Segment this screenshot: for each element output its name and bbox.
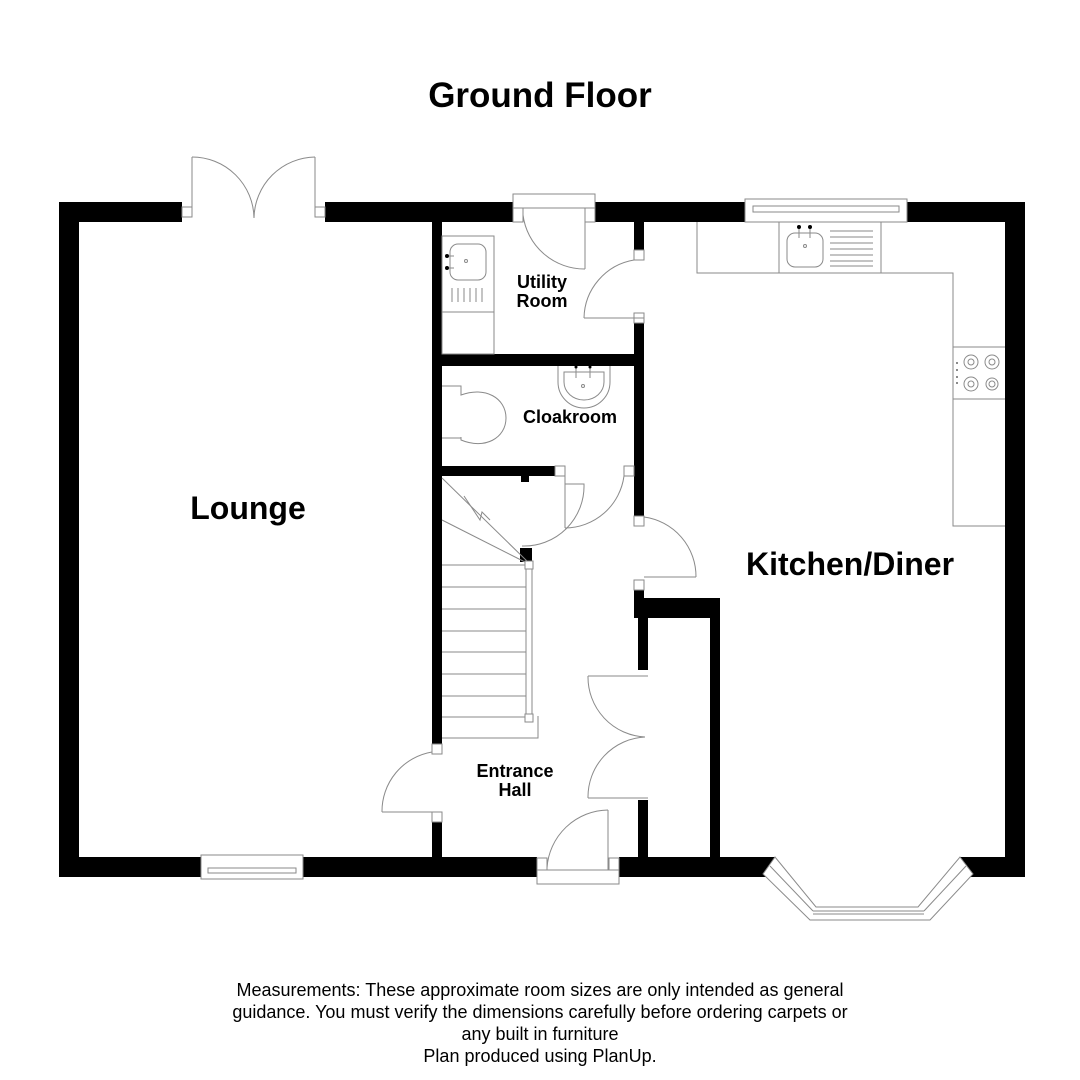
room-label-line: Utility bbox=[516, 272, 567, 292]
room-label-utility-room: Utility Room bbox=[492, 273, 592, 311]
interior-walls bbox=[432, 222, 720, 858]
cloakroom-basin bbox=[557, 366, 611, 409]
disclaimer-line: Measurements: These approximate room siz… bbox=[236, 980, 844, 1000]
disclaimer-line: any built in furniture bbox=[461, 1024, 619, 1044]
utility-external-door bbox=[512, 193, 596, 270]
french-doors bbox=[181, 156, 326, 219]
hob bbox=[963, 354, 1000, 392]
credit-line: Plan produced using PlanUp. bbox=[423, 1046, 657, 1066]
front-door bbox=[536, 809, 620, 885]
cloakroom-door bbox=[564, 465, 635, 529]
room-label-lounge: Lounge bbox=[190, 490, 306, 526]
room-label-line: Room bbox=[516, 290, 568, 311]
room-label-entrance-hall: Entrance Hall bbox=[450, 762, 580, 800]
room-label-line: Hall bbox=[498, 779, 532, 800]
cloakroom-wc bbox=[442, 385, 507, 445]
staircase bbox=[441, 477, 539, 739]
hall-kitchen-door bbox=[633, 515, 697, 591]
room-label-cloakroom: Cloakroom bbox=[522, 407, 618, 427]
kitchen-window bbox=[744, 198, 908, 223]
disclaimer: Measurements: These approximate room siz… bbox=[140, 979, 940, 1067]
exterior-walls bbox=[59, 202, 1025, 877]
utility-kitchen-door bbox=[583, 249, 645, 324]
utility-worktop bbox=[441, 235, 495, 355]
kitchen-units bbox=[696, 222, 1005, 527]
understairs-door bbox=[521, 465, 585, 547]
hall-lounge-door bbox=[381, 743, 443, 823]
room-label-kitchen-diner: Kitchen/Diner bbox=[745, 546, 955, 582]
disclaimer-line: guidance. You must verify the dimensions… bbox=[232, 1002, 848, 1022]
lounge-window bbox=[200, 854, 304, 880]
cupboard-double-doors bbox=[587, 675, 648, 799]
room-label-line: Entrance bbox=[476, 761, 554, 781]
bay-window bbox=[762, 856, 974, 921]
floor-title: Ground Floor bbox=[428, 76, 652, 115]
